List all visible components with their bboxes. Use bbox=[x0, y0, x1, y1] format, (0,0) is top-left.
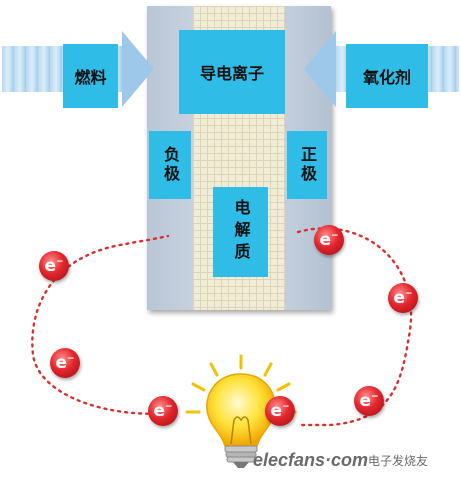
anode-label: 负极 bbox=[149, 131, 191, 199]
electron-icon: e− bbox=[50, 348, 80, 378]
oxidant-label: 氧化剂 bbox=[346, 44, 428, 108]
electron-icon: e− bbox=[354, 386, 384, 416]
watermark-logo-cn: 电子发烧友 bbox=[368, 454, 429, 468]
cathode-label: 正极 bbox=[287, 131, 327, 199]
electron-icon: e− bbox=[39, 251, 69, 281]
fuel-label: 燃料 bbox=[63, 44, 118, 108]
electron-icon: e− bbox=[148, 396, 178, 426]
watermark-logo: elecfans·com bbox=[253, 450, 369, 470]
electron-icon: e− bbox=[265, 396, 295, 426]
ions-label: 导电离子 bbox=[179, 30, 285, 114]
electrolyte-label: 电解质 bbox=[213, 187, 268, 277]
oxidant-arrow-head bbox=[304, 31, 336, 107]
light-bulb-icon bbox=[185, 354, 297, 468]
electron-icon: e− bbox=[314, 225, 344, 255]
fuel-arrow-head bbox=[122, 31, 154, 107]
electron-icon: e− bbox=[388, 283, 418, 313]
